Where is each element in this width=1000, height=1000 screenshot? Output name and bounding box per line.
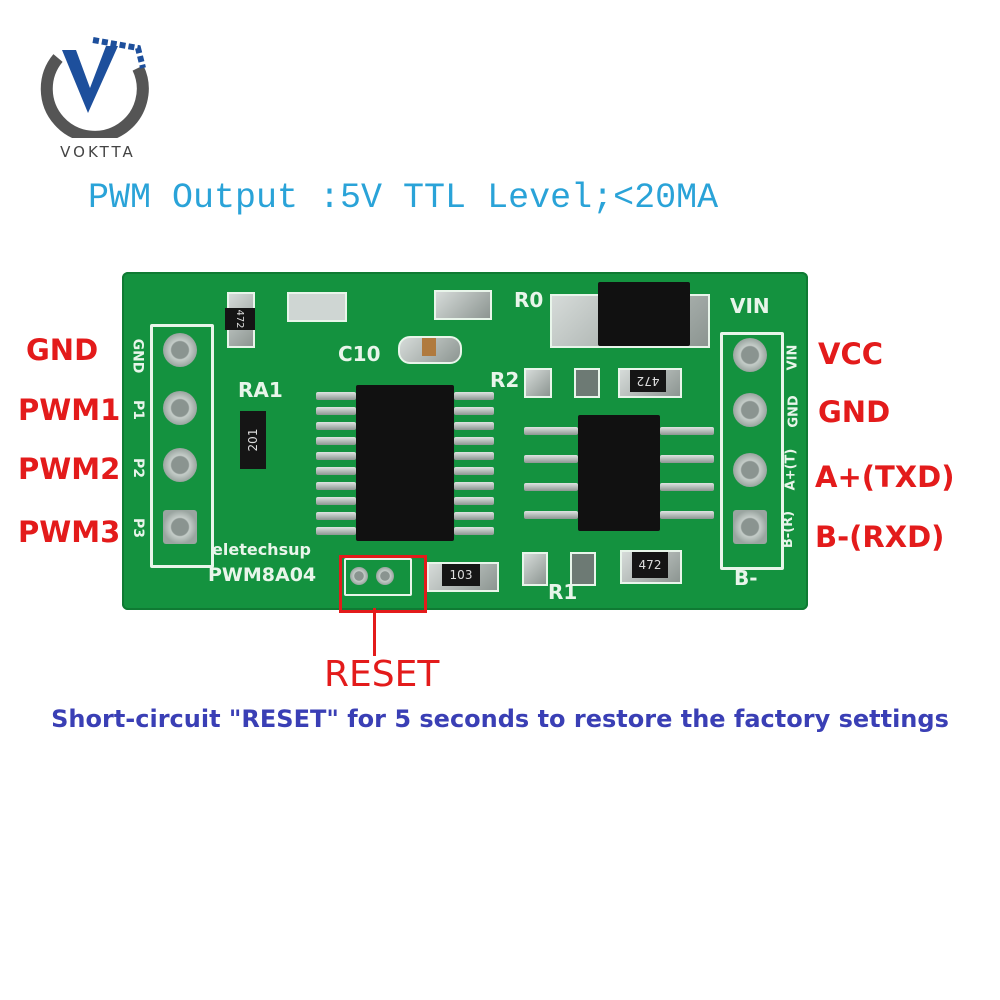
- pin-p3: [163, 510, 197, 544]
- microcontroller-chip: [356, 385, 454, 541]
- silk-b-minus: B-: [734, 566, 758, 590]
- ic-lead-right: [454, 512, 494, 520]
- voltage-regulator: [598, 282, 690, 346]
- ic-lead-right: [454, 482, 494, 490]
- label-pwm2: PWM2: [18, 452, 121, 486]
- reset-pad-1: [350, 567, 368, 585]
- label-rxd: B-(RXD): [815, 520, 945, 554]
- reset-pointer-line: [373, 608, 376, 656]
- caption: PWM Output :5V TTL Level;<20MA: [88, 178, 719, 218]
- capacitor-c10-body: [422, 338, 436, 356]
- ic-lead-left: [316, 392, 356, 400]
- ic-lead-left: [316, 437, 356, 445]
- pin-b: [733, 510, 767, 544]
- instruction-text: Short-circuit "RESET" for 5 seconds to r…: [51, 705, 949, 733]
- ic-lead-right: [454, 527, 494, 535]
- silk-r1: R1: [548, 580, 578, 604]
- ic-lead-small-right: [660, 483, 714, 491]
- silk-brand: eletechsup: [212, 540, 311, 559]
- ic-lead-right: [454, 422, 494, 430]
- right-header: [720, 332, 784, 570]
- ic-lead-small-left: [524, 427, 578, 435]
- silk-vin-right: VIN: [785, 344, 801, 371]
- led: [287, 292, 347, 322]
- ic-lead-left: [316, 452, 356, 460]
- r2-pad: [524, 368, 552, 398]
- label-pwm1: PWM1: [18, 393, 121, 427]
- ic-lead-small-right: [660, 455, 714, 463]
- pin-gnd: [163, 333, 197, 367]
- reset-label: RESET: [324, 654, 440, 695]
- ic-lead-right: [454, 437, 494, 445]
- pin-vin: [733, 338, 767, 372]
- ic-lead-left: [316, 497, 356, 505]
- silk-b: B-(R): [781, 510, 797, 549]
- ic-lead-small-left: [524, 511, 578, 519]
- ic-lead-left: [316, 467, 356, 475]
- silk-ra1: RA1: [238, 378, 283, 402]
- resistor-103-body: 103: [442, 564, 480, 586]
- silk-vin: VIN: [730, 294, 770, 318]
- ic-lead-small-right: [660, 427, 714, 435]
- ic-lead-small-right: [660, 511, 714, 519]
- ic-lead-left: [316, 512, 356, 520]
- ic-lead-right: [454, 407, 494, 415]
- label-gnd-left: GND: [26, 333, 99, 367]
- resistor-472-bottom-body: 472: [632, 552, 668, 578]
- silk-r0: R0: [514, 288, 544, 312]
- label-vcc: VCC: [818, 337, 884, 371]
- silk-model: PWM8A04: [208, 564, 317, 586]
- label-txd: A+(TXD): [815, 460, 955, 494]
- label-gnd-right: GND: [818, 395, 891, 429]
- resistor-472-top-body: 472: [225, 308, 255, 330]
- logo-text: VOKTTA: [60, 143, 136, 161]
- reset-pad-2: [376, 567, 394, 585]
- ic-lead-left: [316, 482, 356, 490]
- brand-logo: VOKTTA: [38, 28, 158, 168]
- reset-highlight-box: [339, 555, 427, 613]
- pin-gnd-right: [733, 393, 767, 427]
- ic-lead-left: [316, 407, 356, 415]
- silk-a: A+(T): [783, 448, 799, 491]
- ic-lead-small-left: [524, 455, 578, 463]
- ic-lead-right: [454, 392, 494, 400]
- ic-lead-right: [454, 452, 494, 460]
- ic-lead-small-left: [524, 483, 578, 491]
- pin-a: [733, 453, 767, 487]
- label-pwm3: PWM3: [18, 515, 121, 549]
- silk-p3: P3: [130, 517, 147, 539]
- ic-lead-right: [454, 467, 494, 475]
- reset-jumper-outline: [344, 558, 412, 596]
- r2-pad-2: [574, 368, 600, 398]
- resistor-r0: [434, 290, 492, 320]
- r1-pad-2: [570, 552, 596, 586]
- silk-gnd: GND: [129, 338, 146, 374]
- silk-p1: P1: [130, 399, 147, 421]
- pin-p1: [163, 391, 197, 425]
- rs485-transceiver-chip: [578, 415, 660, 531]
- pcb-board: GND P1 P2 P3 VIN GND A+(T) B-(R) VIN B- …: [122, 272, 808, 610]
- ic-lead-left: [316, 527, 356, 535]
- silk-r2: R2: [490, 368, 520, 392]
- resistor-array-ra1: 201: [240, 411, 266, 469]
- ic-lead-right: [454, 497, 494, 505]
- silk-c10: C10: [338, 342, 381, 366]
- left-header: [150, 324, 214, 568]
- silk-gnd-right: GND: [786, 395, 802, 428]
- ic-lead-left: [316, 422, 356, 430]
- resistor-472-r2-body: 472: [630, 370, 666, 392]
- logo-mark: [40, 37, 149, 143]
- pin-p2: [163, 448, 197, 482]
- r1-pad: [522, 552, 548, 586]
- silk-p2: P2: [130, 457, 147, 479]
